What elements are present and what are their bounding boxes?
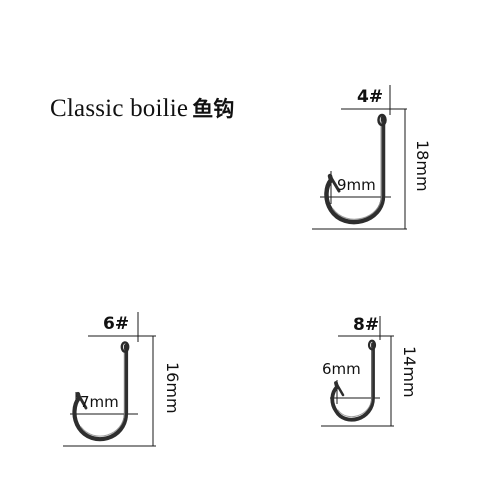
title-cjk: 鱼钩 bbox=[192, 97, 235, 121]
hook-4-barb bbox=[328, 174, 341, 193]
hook-6-size-label: 6# bbox=[103, 314, 129, 334]
hook-8-gape-label: 6mm bbox=[322, 360, 361, 378]
hook-8-highlight bbox=[337, 347, 373, 418]
hook-8-barb bbox=[334, 381, 345, 397]
hook-6-highlight bbox=[80, 349, 126, 437]
hook-8-icon bbox=[330, 342, 375, 422]
hook-6-eye bbox=[120, 341, 130, 353]
hook-4-eye bbox=[377, 113, 387, 127]
hook-4-gape-label: 9mm bbox=[337, 176, 376, 194]
hook-8-eye bbox=[367, 339, 377, 351]
hook-6-icon bbox=[72, 343, 129, 442]
hook-8-group: 8# 6mm 14mm bbox=[321, 315, 419, 427]
hook-4-highlight bbox=[332, 121, 383, 220]
hook-6-group: 6# 7mm 16mm bbox=[63, 312, 182, 447]
hook-6-length-label: 16mm bbox=[163, 362, 182, 414]
hook-4-size-label: 4# bbox=[357, 87, 383, 107]
hook-4-length-label: 18mm bbox=[413, 140, 432, 192]
hook-6-gape-label: 7mm bbox=[80, 393, 119, 411]
hook-8-length-label: 14mm bbox=[400, 346, 419, 398]
hook-6-barb bbox=[76, 392, 88, 410]
hook-8-size-label: 8# bbox=[353, 315, 379, 335]
title-product: Classic boilie bbox=[50, 95, 189, 122]
hook-4-group: 4# 9mm 18mm bbox=[312, 85, 432, 230]
hook-4-icon bbox=[324, 115, 386, 225]
